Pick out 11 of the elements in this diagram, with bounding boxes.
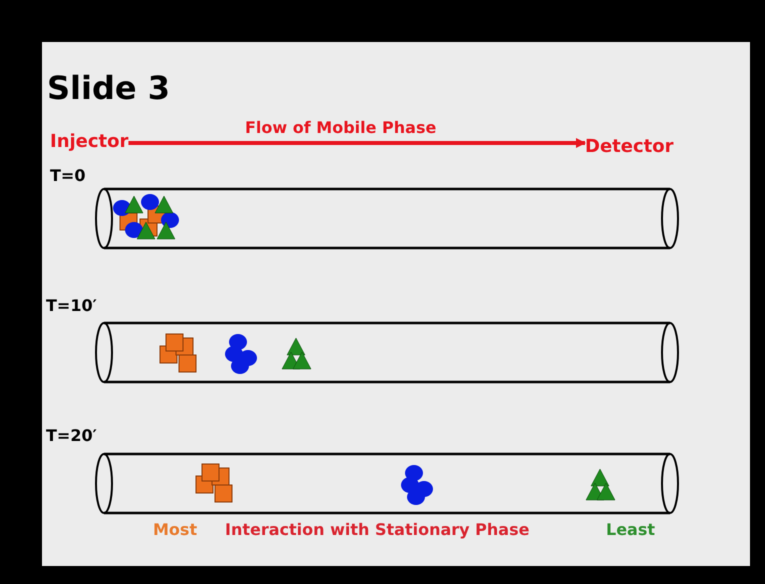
- arrow: [128, 138, 586, 148]
- scale-label: Interaction with Stationary Phase: [225, 520, 530, 540]
- time-label: T=20′: [46, 426, 97, 446]
- scale-label: Most: [153, 520, 198, 540]
- edge-label: Flow of Mobile Phase: [245, 118, 436, 138]
- endpoint-label: Detector: [585, 136, 674, 158]
- time-label: T=0: [50, 166, 86, 186]
- time-label: T=10′: [46, 296, 97, 316]
- endpoint-label: Injector: [50, 131, 128, 154]
- slide-title: Slide 3: [47, 70, 170, 106]
- scale-label: Least: [606, 520, 656, 540]
